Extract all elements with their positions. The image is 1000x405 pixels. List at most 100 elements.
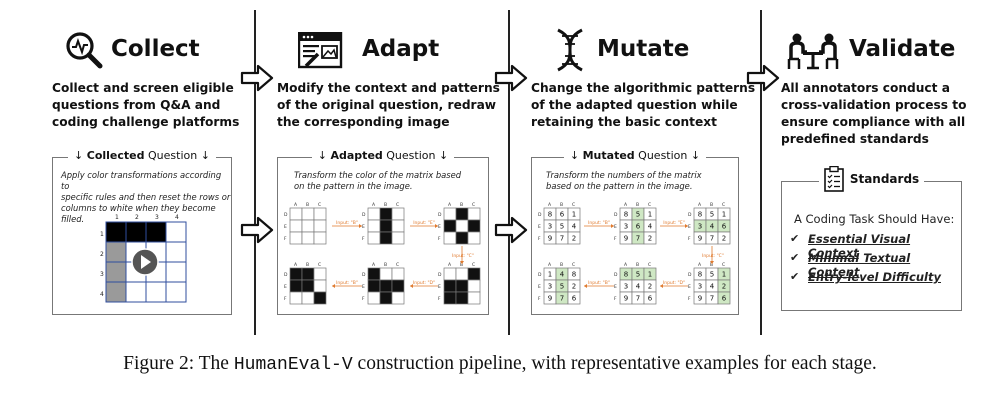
matrix-value: 2 (648, 283, 652, 291)
matrix-cell (313, 231, 327, 245)
input-label: Input: "E" (413, 220, 435, 226)
matrix-cell (367, 267, 381, 281)
grid-cell (145, 281, 167, 303)
stage-desc-validate: All annotators conduct a cross-validatio… (781, 81, 967, 146)
matrix-col-label: C (472, 262, 475, 268)
matrix-col-label: B (710, 202, 713, 208)
grid-cell (105, 221, 127, 243)
matrix-cell (367, 279, 381, 293)
grid-row-label: 1 (100, 231, 104, 238)
input-label: Input: "B" (336, 280, 358, 286)
stage-desc-collect: Collect and screen eligible questions fr… (52, 81, 240, 129)
matrix-row-label: E (614, 284, 617, 290)
matrix-row-label: E (688, 224, 691, 230)
matrix-value: 3 (624, 283, 628, 291)
matrix-value: 9 (624, 235, 628, 243)
arrow-head (359, 224, 362, 228)
matrix-value: 6 (572, 295, 577, 303)
matrix-value: 2 (572, 235, 576, 243)
matrix-col-label: C (472, 202, 475, 208)
matrix-row-label: F (688, 236, 691, 242)
matrix-row-label: D (362, 212, 366, 218)
matrix-value: 4 (648, 223, 653, 231)
grid-cell (145, 221, 167, 243)
matrix-cell (455, 207, 469, 221)
arrow-head (435, 224, 438, 228)
input-label: Input: "C" (702, 253, 724, 259)
browser-edit-icon (298, 32, 343, 69)
mutated-question-panel: ↓ Mutated Question ↓ Transform the numbe… (531, 149, 739, 315)
mutated-question-text: Transform the numbers of the matrix base… (546, 170, 702, 191)
matrix-row-label: D (538, 272, 542, 278)
matrix-row-label: E (538, 284, 541, 290)
grid-col-label: 1 (115, 214, 119, 221)
matrix-col-label: C (648, 202, 651, 208)
matrix-value: 6 (560, 211, 565, 219)
matrix-cell (379, 219, 393, 233)
matrix-cell (455, 267, 469, 281)
adapted-question-text: Transform the color of the matrix based … (294, 170, 462, 191)
matrix-value: 8 (698, 211, 702, 219)
arrow-right-icon (240, 216, 274, 244)
matrix-cell (379, 279, 393, 293)
adapted-question-panel: ↓ Adapted Question ↓ Transform the color… (277, 149, 489, 315)
matrix-row-label: D (538, 212, 542, 218)
matrix-value: 8 (548, 211, 552, 219)
collected-question-panel: ↓ Collected Question ↓ Apply color trans… (52, 149, 232, 315)
matrix-cell (391, 291, 405, 305)
matrix-value: 7 (710, 295, 714, 303)
matrix-cell (567, 231, 581, 245)
arrow-right-icon (494, 216, 528, 244)
matrix-col-label: C (396, 262, 399, 268)
standards-header: Standards (782, 166, 961, 196)
matrix-col-label: A (698, 262, 702, 268)
matrix-row-label: F (362, 236, 365, 242)
matrix-cell (289, 291, 303, 305)
grid-cell (165, 261, 187, 283)
matrix-cell (567, 291, 581, 305)
matrix-cell (313, 219, 327, 233)
matrix-cell (467, 231, 481, 245)
grid-cell (165, 241, 187, 263)
matrix-value: 8 (572, 271, 576, 279)
matrix-value: 2 (572, 283, 576, 291)
matrix-col-label: A (548, 262, 552, 268)
matrix-value: 1 (548, 271, 552, 279)
grid-row-label: 2 (100, 251, 104, 258)
matrix-col-label: C (572, 262, 575, 268)
matrix-row-label: E (688, 284, 691, 290)
arrow-head (460, 261, 464, 264)
magnifier-chart-icon (66, 32, 103, 69)
matrix-col-label: A (294, 262, 298, 268)
matrix-row-label: F (614, 296, 617, 302)
input-label: Input: "C" (452, 253, 474, 259)
matrix-col-label: A (448, 262, 452, 268)
checkmark-icon: ✔ (790, 251, 800, 264)
input-label: Input: "E" (663, 220, 685, 226)
arrow-right-icon (240, 64, 274, 92)
matrix-row-label: E (614, 224, 617, 230)
matrix-col-label: B (636, 202, 639, 208)
team-meeting-icon (787, 33, 839, 70)
matrix-cell (455, 219, 469, 233)
matrix-row-label: E (284, 224, 287, 230)
matrix-cell (455, 279, 469, 293)
matrix-value: 5 (560, 283, 564, 291)
matrix-col-label: B (560, 202, 563, 208)
matrix-value: 3 (624, 223, 628, 231)
matrix-value: 4 (710, 223, 715, 231)
arrow-head (611, 224, 614, 228)
matrix-value: 5 (710, 211, 714, 219)
matrix-col-label: B (560, 262, 563, 268)
matrix-cell (313, 291, 327, 305)
matrix-cell (467, 219, 481, 233)
matrix-col-label: C (648, 262, 651, 268)
matrix-cell (391, 207, 405, 221)
matrix-cell (467, 279, 481, 293)
matrix-col-label: C (318, 262, 321, 268)
figure-caption: Figure 2: The HumanEval-V construction p… (123, 353, 877, 375)
grid-cell (125, 281, 147, 303)
input-label: Input: "B" (336, 220, 358, 226)
panel-label: ↓ Mutated Question ↓ (532, 149, 738, 163)
